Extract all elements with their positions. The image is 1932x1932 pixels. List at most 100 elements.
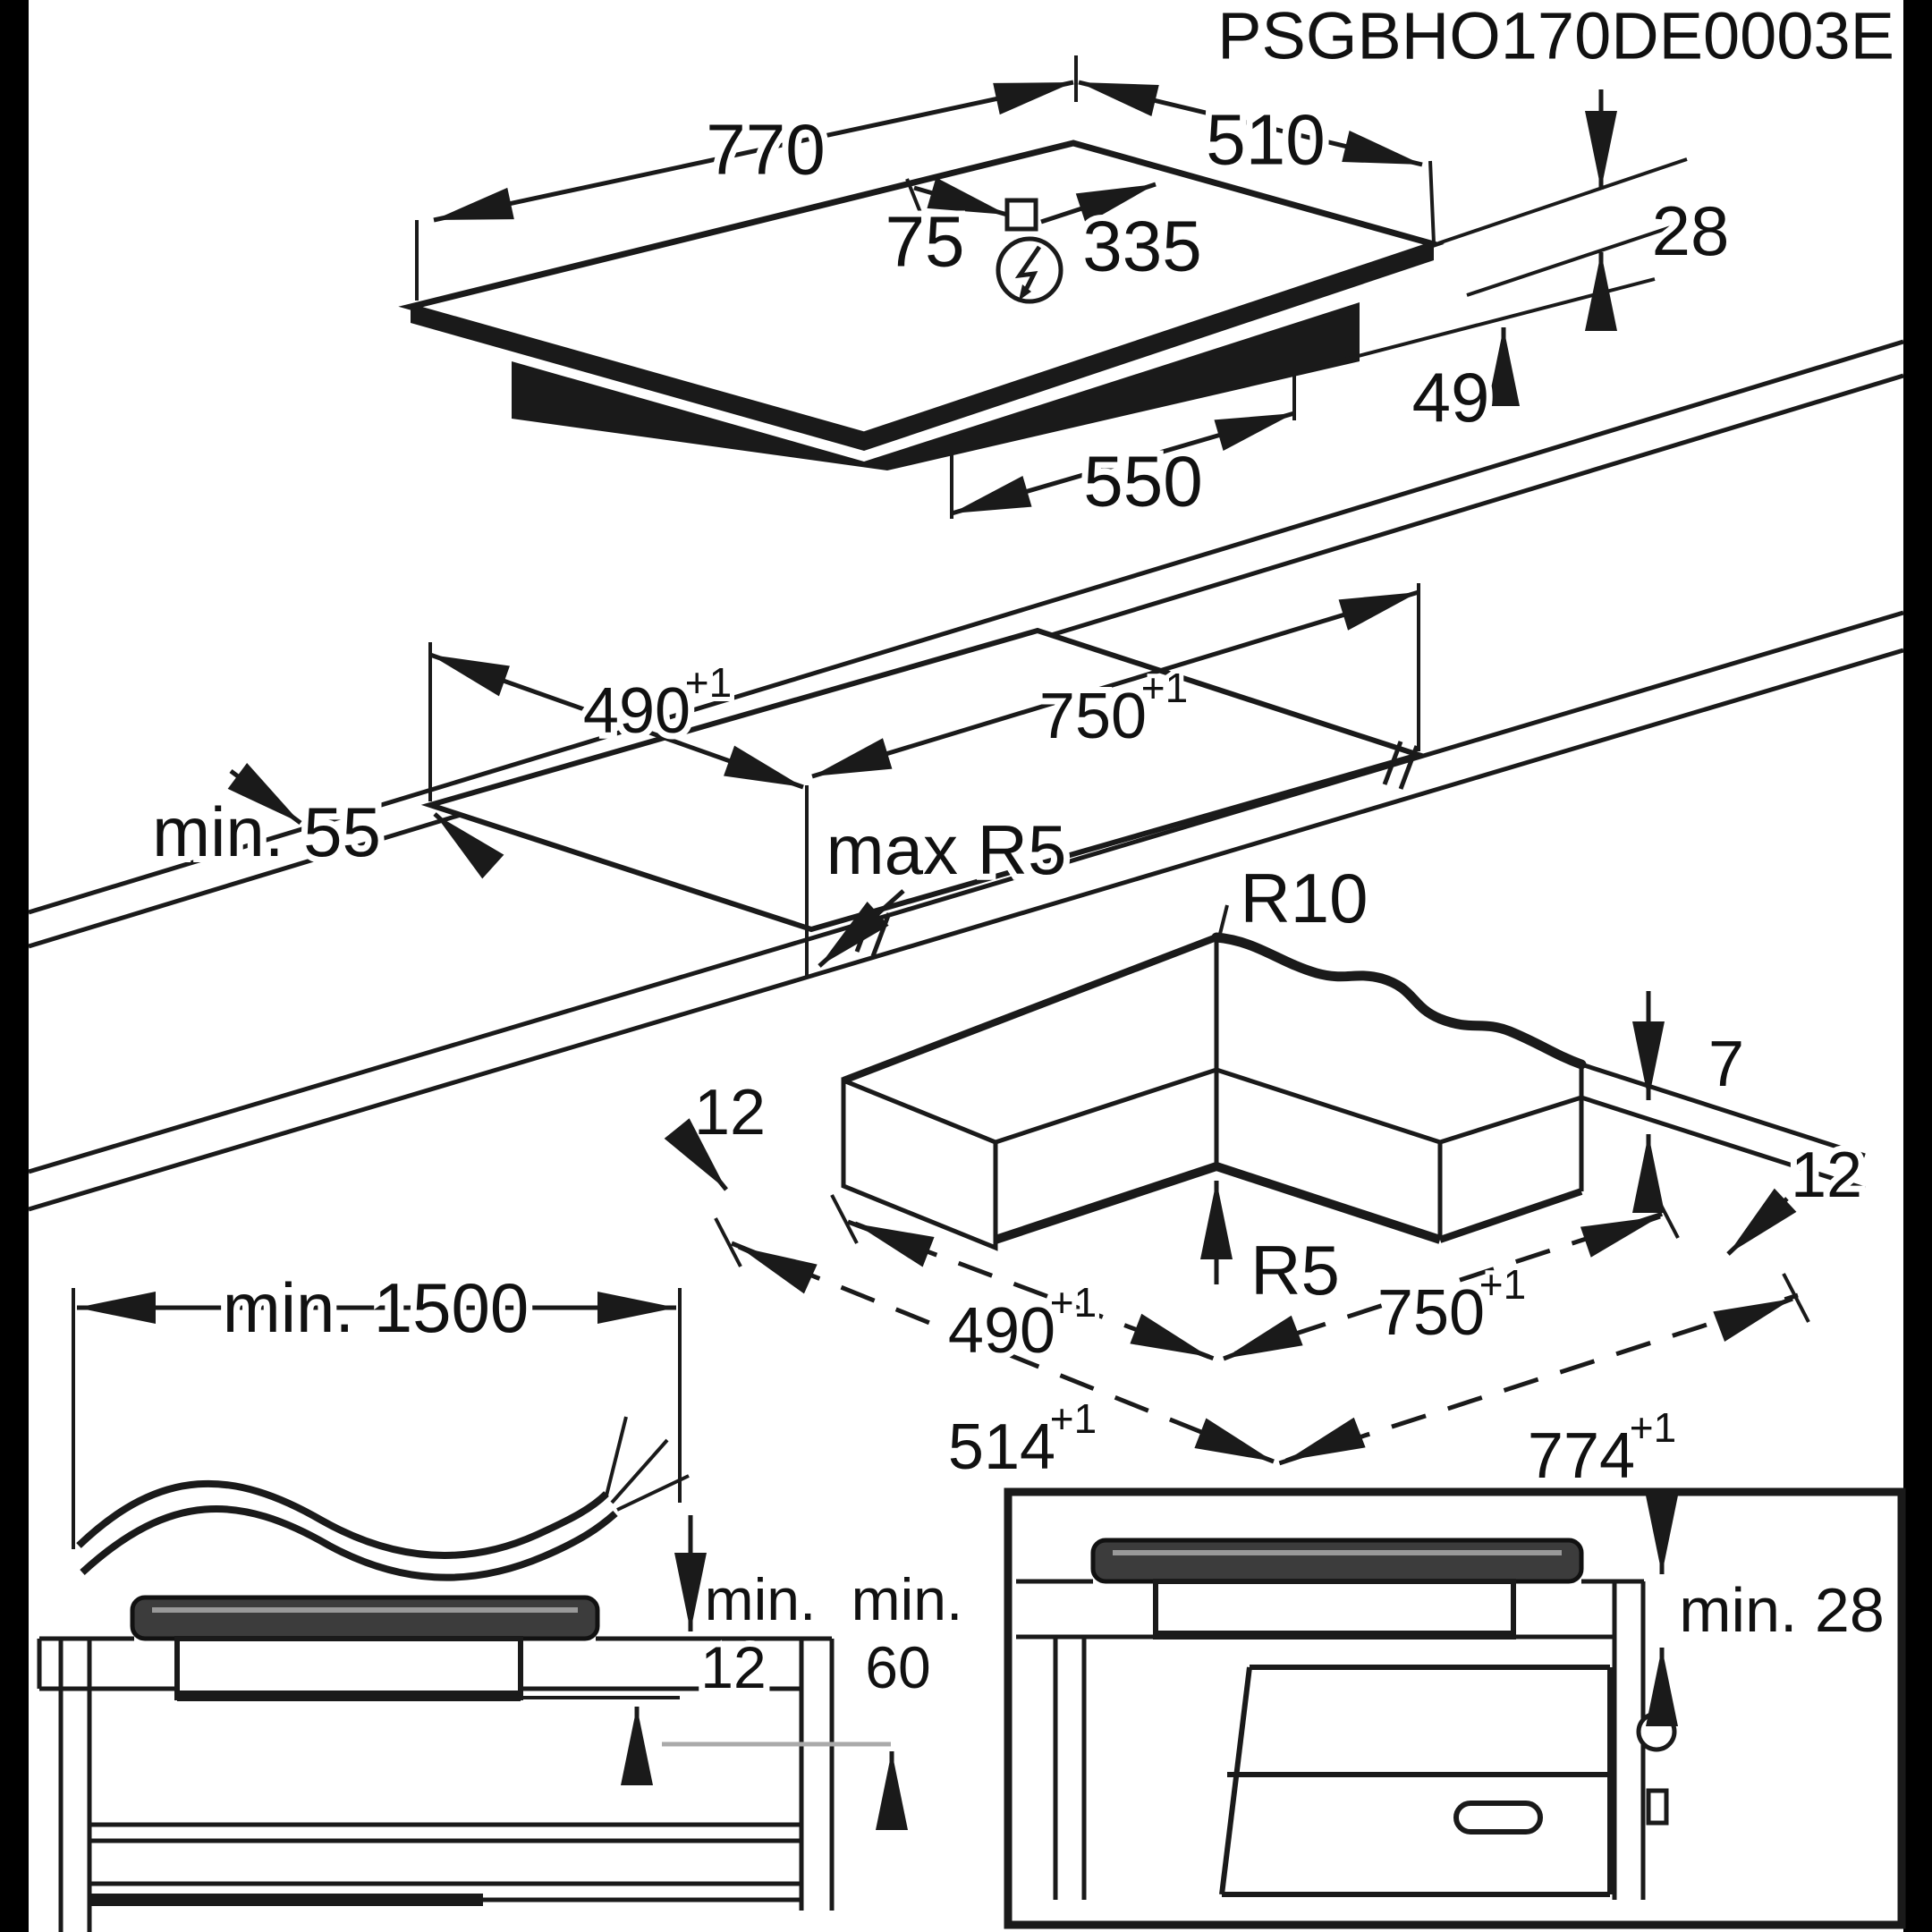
end-tick (714, 1217, 742, 1267)
hob-casing-section (174, 1636, 523, 1700)
reference-line (1323, 277, 1656, 367)
arrow (1130, 1313, 1210, 1360)
dim-75: 75 (886, 202, 965, 282)
block-bottom-edge (1215, 1162, 1442, 1244)
dimension-line-750 (811, 589, 1419, 779)
built-in-oven (1219, 1665, 1677, 1897)
reference-line (1437, 157, 1688, 245)
arrow (854, 1221, 935, 1267)
cabinet-section-view: min. 12 min. 60 (37, 1515, 969, 1932)
dimension-line-335 (1040, 182, 1157, 225)
dim-750-corner: 750 (1377, 1277, 1485, 1349)
dim-770: 770 (706, 110, 825, 190)
label-r10: R10 (1240, 859, 1368, 937)
dim-12-right: 12 (1791, 1140, 1862, 1211)
cable-wire-end (616, 1474, 690, 1512)
end-tick (1651, 1189, 1680, 1239)
hob-casing (512, 302, 1360, 470)
oven-knob (1636, 1711, 1677, 1752)
hob-isometric-view: 770 510 75 335 28 49 550 (398, 55, 1735, 528)
extension-line (1428, 160, 1436, 244)
lip-line (1580, 1062, 1866, 1158)
dim-774: 774 (1528, 1420, 1635, 1492)
cable-wire-end (605, 1416, 628, 1496)
end-tick (830, 1194, 859, 1244)
dimension-line-490 (429, 652, 804, 790)
block-bottom-edge (1438, 1188, 1583, 1243)
dimension-line-510 (1078, 80, 1423, 167)
arrow (1285, 1417, 1366, 1463)
dim-min-55: min. 55 (152, 792, 381, 871)
arrow (433, 812, 504, 879)
power-cable (76, 1416, 690, 1581)
label-max-r5: max R5 (826, 810, 1067, 889)
dim-490-sup: +1 (685, 659, 732, 706)
arrow (227, 763, 302, 826)
dim-335: 335 (1082, 207, 1201, 286)
block-bottom-edge (994, 1162, 1218, 1244)
dim-550: 550 (1083, 442, 1202, 521)
arrow (1194, 1418, 1275, 1464)
dimension-line-770 (433, 80, 1074, 223)
arrow (1713, 1296, 1793, 1343)
oven-handle (1453, 1801, 1543, 1835)
leader-line (1217, 904, 1229, 938)
oven-hinge (1646, 1788, 1669, 1826)
leader-arrow (818, 889, 905, 968)
dim-514-sup: +1 (1050, 1395, 1097, 1442)
dim-min-1500: min. 1500 (223, 1268, 530, 1347)
right-edge-bar (1903, 0, 1932, 1932)
dim-49: 49 (1412, 358, 1490, 436)
drawing-code: PSGBHO170DE0003E (1217, 0, 1894, 73)
lip-line (1580, 1095, 1866, 1191)
dim-514: 514 (948, 1411, 1055, 1483)
corner-detail-view: 7 R10 R5 12 12 490 +1 750 +1 514 +1 774 … (664, 852, 1868, 1498)
label-r5: R5 (1250, 1231, 1340, 1309)
block-top-edge (1439, 1095, 1582, 1145)
arrow (1580, 1214, 1661, 1258)
cable-line (76, 1479, 609, 1559)
reference-line (1466, 220, 1688, 297)
block-inner-edge (1216, 1067, 1441, 1145)
dim-60-shelf: 60 (865, 1634, 930, 1700)
lightning-circle (996, 236, 1063, 304)
cable-wire-end (610, 1438, 669, 1504)
dim-490: 490 (583, 675, 691, 747)
block-broken-edge (1211, 932, 1587, 1070)
dim-774-sup: +1 (1630, 1404, 1676, 1451)
dim-12-drawer: 12 (700, 1634, 766, 1700)
end-tick (1782, 1273, 1810, 1323)
block-outer-edge (842, 934, 1218, 1084)
dim-min-28: min. 28 (1679, 1575, 1885, 1645)
cable-line (80, 1505, 618, 1581)
arrow (1223, 1315, 1303, 1361)
arrow (737, 1244, 818, 1294)
dim-750-corner-sup: +1 (1479, 1261, 1526, 1308)
extension-tick (905, 178, 927, 225)
block-inner-edge (995, 1067, 1217, 1145)
cable-length-view: min. 1500 (72, 1262, 690, 1581)
worktop-front-edge-inner (28, 648, 1904, 1212)
lightning-bolt (1014, 245, 1042, 295)
arrow (1726, 1188, 1797, 1256)
hob-slab-section (130, 1595, 600, 1641)
dim-750: 750 (1039, 681, 1147, 752)
power-connection-icon (996, 236, 1063, 304)
cutout-dashed-outline (847, 1210, 1666, 1362)
dim-12-left: 12 (694, 1077, 766, 1148)
dim-490-corner-sup: +1 (1050, 1279, 1097, 1326)
left-edge-bar (0, 0, 29, 1932)
dimension-line-550 (951, 411, 1295, 516)
lightning-bolt-tip (1019, 284, 1031, 301)
hob-slab-section (1090, 1538, 1584, 1584)
dim-490-corner: 490 (948, 1295, 1055, 1367)
worktop-front-edge (28, 610, 1904, 1174)
worktop-cutout-view: min. 55 490 +1 750 +1 max R5 (28, 339, 1904, 1212)
hob-casing-section (1153, 1579, 1516, 1640)
arrow (664, 1118, 728, 1191)
dim-510: 510 (1206, 100, 1325, 180)
dim-28: 28 (1652, 191, 1730, 270)
dim-7: 7 (1708, 1029, 1744, 1100)
